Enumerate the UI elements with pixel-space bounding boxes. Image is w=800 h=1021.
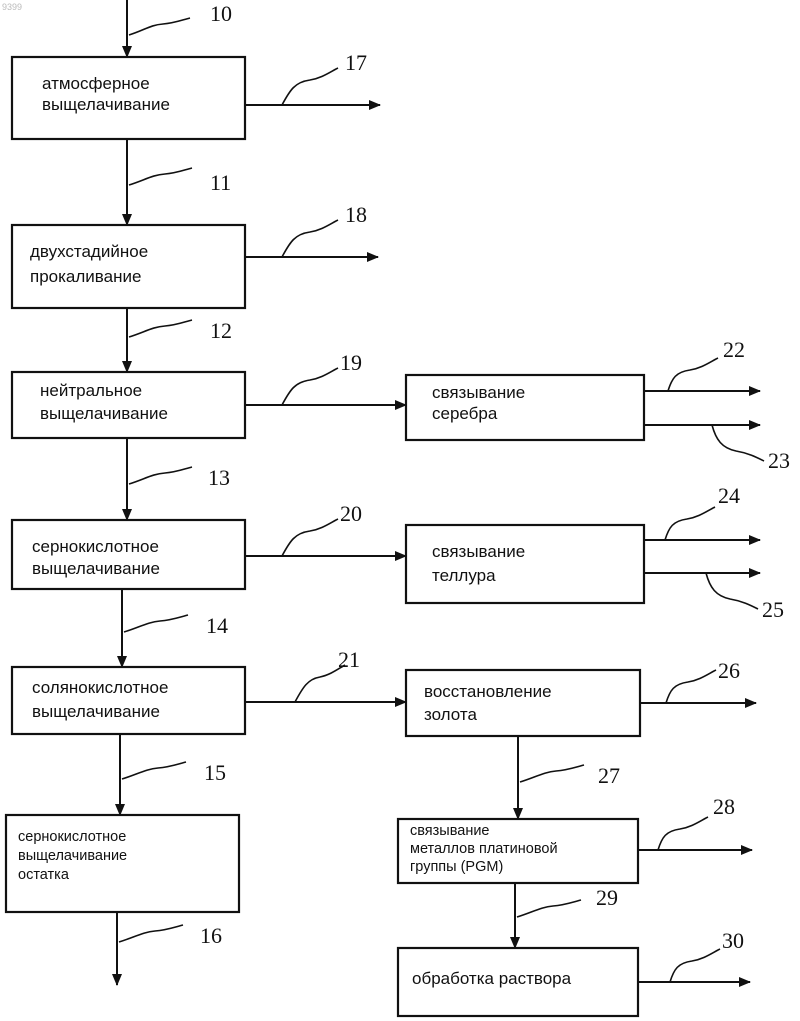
leader-19	[282, 368, 338, 405]
label-22: 22	[723, 337, 745, 362]
label-15: 15	[204, 760, 226, 785]
leader-12	[129, 320, 192, 337]
leader-15	[122, 762, 186, 779]
watermark: 9399	[2, 2, 22, 12]
label-23: 23	[768, 448, 790, 473]
box-solution-treatment-text: обработка раствора	[412, 969, 572, 988]
label-10: 10	[210, 1, 232, 26]
leader-16	[119, 925, 183, 942]
leader-28	[658, 817, 708, 850]
leader-29	[517, 900, 581, 917]
leader-11	[129, 168, 192, 185]
leader-17	[282, 68, 338, 105]
box-atmospheric-leaching-text: атмосферное выщелачивание	[42, 74, 170, 114]
leader-22	[668, 358, 718, 391]
leader-23	[712, 425, 764, 461]
leader-30	[670, 949, 720, 982]
leader-18	[282, 220, 338, 257]
box-tellurium-binding	[406, 525, 644, 603]
leader-20	[282, 519, 338, 556]
leader-13	[129, 467, 192, 484]
label-18: 18	[345, 202, 367, 227]
label-21: 21	[338, 647, 360, 672]
label-12: 12	[210, 318, 232, 343]
label-14: 14	[206, 613, 228, 638]
leader-26	[666, 670, 716, 703]
label-17: 17	[345, 50, 367, 75]
leader-25	[706, 573, 758, 609]
leader-10	[129, 18, 190, 35]
box-tellurium-binding-text: связывание теллура	[432, 542, 530, 585]
label-19: 19	[340, 350, 362, 375]
label-11: 11	[210, 170, 231, 195]
label-27: 27	[598, 763, 620, 788]
label-29: 29	[596, 885, 618, 910]
label-16: 16	[200, 923, 222, 948]
box-sulfuric-leaching-text: сернокислотное выщелачивание	[32, 537, 164, 578]
label-28: 28	[713, 794, 735, 819]
leader-14	[124, 615, 188, 632]
label-20: 20	[340, 501, 362, 526]
box-gold-reduction-text: восстановление золота	[424, 682, 556, 724]
box-gold-reduction	[406, 670, 640, 736]
leader-24	[665, 507, 715, 540]
label-13: 13	[208, 465, 230, 490]
label-26: 26	[718, 658, 740, 683]
box-residue-sulfuric-leaching-text: сернокислотное выщелачивание остатка	[18, 829, 131, 883]
label-24: 24	[718, 483, 740, 508]
box-hydrochloric-leaching-text: солянокислотное выщелачивание	[32, 678, 173, 721]
box-pgm-binding-text: связывание металлов платиновой группы (P…	[410, 823, 562, 875]
box-two-stage-calcination-text: двухстадийное прокаливание	[30, 242, 153, 286]
leader-27	[520, 765, 584, 782]
label-30: 30	[722, 928, 744, 953]
label-25: 25	[762, 597, 784, 622]
box-neutral-leaching-text: нейтральное выщелачивание	[40, 381, 168, 423]
box-silver-binding-text: связывание серебра	[432, 383, 530, 423]
